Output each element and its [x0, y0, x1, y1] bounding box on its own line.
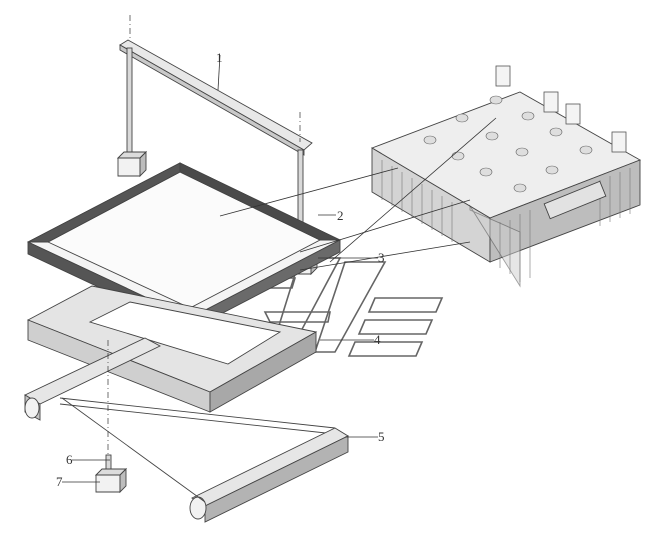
- battery-block: [370, 65, 642, 288]
- battery-tray: [26, 285, 318, 413]
- callout-6: 6: [66, 452, 73, 467]
- battery-caps: [423, 95, 593, 193]
- callout-7: 7: [56, 474, 63, 489]
- hold-down-bar: [119, 15, 313, 156]
- callout-2: 2: [337, 208, 344, 223]
- tie-rod-left: [116, 47, 148, 178]
- battery-terminals: [495, 65, 627, 153]
- callout-1: 1: [216, 50, 223, 65]
- leader-lines: [62, 54, 378, 483]
- callout-5: 5: [378, 429, 385, 444]
- connector-lines: [219, 117, 497, 271]
- callout-3: 3: [378, 250, 385, 265]
- bottom-clamp: [94, 454, 128, 494]
- battery-ribs: [381, 160, 631, 282]
- callout-4: 4: [374, 332, 381, 347]
- callout-labels: 1 2 3 4 5 6 7: [56, 50, 385, 489]
- base-rail-frame: [24, 337, 349, 523]
